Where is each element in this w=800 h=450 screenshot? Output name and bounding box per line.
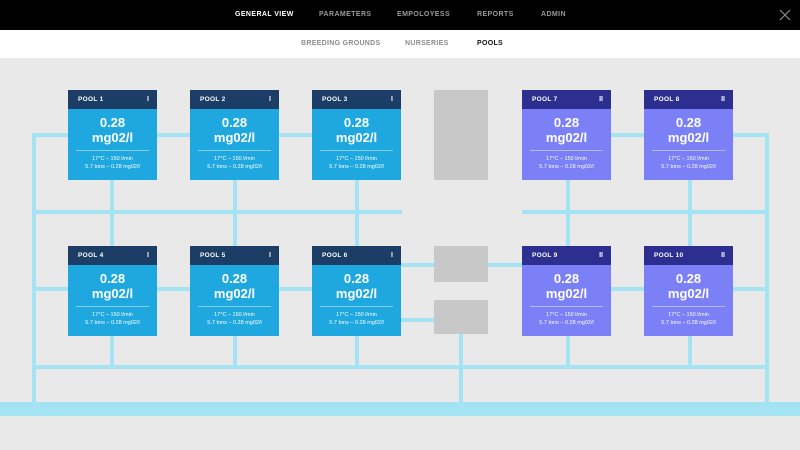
pool-oxygen-value: 0.28 mg02/l — [213, 271, 256, 301]
pool-title: POOL 4 — [78, 252, 104, 259]
pool-card[interactable]: POOL 1 I 0.28 mg02/l 17°C – 150 l/min 5.7 to… — [68, 90, 157, 180]
pool-card[interactable]: POOL 8 II 0.28 mg02/l 17°C – 150 l/min 5.7 t… — [644, 90, 733, 180]
pool-status-indicator[interactable]: II — [721, 252, 725, 259]
pool-title: POOL 7 — [532, 96, 558, 103]
nav-general-view[interactable]: GENERAL VIEW — [235, 11, 294, 18]
pool-weight-oxygen: 5.7 tons – 0.28 mg02/l — [329, 164, 384, 170]
tab-breeding-grounds[interactable]: BREEDING GROUNDS — [301, 40, 381, 47]
pool-status-indicator[interactable]: I — [269, 252, 271, 259]
pool-title: POOL 2 — [200, 96, 226, 103]
pool-oxygen-value: 0.28 mg02/l — [335, 115, 378, 145]
nav-parameters[interactable]: PARAMETERS — [319, 11, 372, 18]
divider — [530, 306, 603, 307]
pool-oxygen-value: 0.28 mg02/l — [335, 271, 378, 301]
pool-status-indicator[interactable]: II — [599, 96, 603, 103]
pool-card-header: POOL 9 II — [522, 246, 611, 265]
pool-title: POOL 1 — [78, 96, 104, 103]
pool-status-indicator[interactable]: I — [269, 96, 271, 103]
pool-card[interactable]: POOL 5 I 0.28 mg02/l 17°C – 150 l/min 5.7 to… — [190, 246, 279, 336]
pool-weight-oxygen: 5.7 tons – 0.28 mg02/l — [539, 164, 594, 170]
pool-weight-oxygen: 5.7 tons – 0.28 mg02/l — [329, 320, 384, 326]
pool-oxygen-value: 0.28 mg02/l — [667, 271, 710, 301]
pool-title: POOL 3 — [322, 96, 348, 103]
pool-card-header: POOL 8 II — [644, 90, 733, 109]
pool-temp-flow: 17°C – 150 l/min — [92, 312, 133, 318]
pool-card-header: POOL 5 I — [190, 246, 279, 265]
divider — [198, 150, 271, 151]
pool-temp-flow: 17°C – 150 l/min — [668, 312, 709, 318]
pool-card-header: POOL 1 I — [68, 90, 157, 109]
pool-temp-flow: 17°C – 150 l/min — [668, 156, 709, 162]
pool-temp-flow: 17°C – 150 l/min — [92, 156, 133, 162]
tank-large — [434, 90, 488, 180]
pool-card-header: POOL 7 II — [522, 90, 611, 109]
pool-temp-flow: 17°C – 150 l/min — [546, 312, 587, 318]
pool-title: POOL 9 — [532, 252, 558, 259]
pool-title: POOL 5 — [200, 252, 226, 259]
pool-weight-oxygen: 5.7 tons – 0.28 mg02/l — [85, 164, 140, 170]
nav-reports[interactable]: REPORTS — [477, 11, 514, 18]
pipe-left-rail — [32, 133, 36, 403]
main-pipe — [0, 402, 800, 416]
close-button[interactable] — [775, 5, 795, 25]
pool-title: POOL 10 — [654, 252, 684, 259]
divider — [198, 306, 271, 307]
pool-card[interactable]: POOL 2 I 0.28 mg02/l 17°C – 150 l/min 5.7 to… — [190, 90, 279, 180]
pool-oxygen-value: 0.28 mg02/l — [213, 115, 256, 145]
pool-card[interactable]: POOL 9 II 0.28 mg02/l 17°C – 150 l/min 5.7 t… — [522, 246, 611, 336]
divider — [530, 150, 603, 151]
pool-card-header: POOL 2 I — [190, 90, 279, 109]
divider — [652, 150, 725, 151]
pool-card-header: POOL 4 I — [68, 246, 157, 265]
pool-weight-oxygen: 5.7 tons – 0.28 mg02/l — [661, 320, 716, 326]
tank-lower — [434, 300, 488, 334]
divider — [320, 150, 393, 151]
pool-card-header: POOL 3 I — [312, 90, 401, 109]
pool-status-indicator[interactable]: I — [147, 252, 149, 259]
pool-oxygen-value: 0.28 mg02/l — [667, 115, 710, 145]
pool-temp-flow: 17°C – 150 l/min — [336, 156, 377, 162]
pool-weight-oxygen: 5.7 tons – 0.28 mg02/l — [661, 164, 716, 170]
pool-weight-oxygen: 5.7 tons – 0.28 mg02/l — [207, 320, 262, 326]
pool-title: POOL 6 — [322, 252, 348, 259]
pool-card[interactable]: POOL 6 I 0.28 mg02/l 17°C – 150 l/min 5.7 to… — [312, 246, 401, 336]
pool-title: POOL 8 — [654, 96, 680, 103]
pool-temp-flow: 17°C – 150 l/min — [336, 312, 377, 318]
pool-card[interactable]: POOL 3 I 0.28 mg02/l 17°C – 150 l/min 5.7 to… — [312, 90, 401, 180]
pool-card[interactable]: POOL 7 II 0.28 mg02/l 17°C – 150 l/min 5.7 t… — [522, 90, 611, 180]
pool-status-indicator[interactable]: II — [721, 96, 725, 103]
pool-status-indicator[interactable]: I — [391, 96, 393, 103]
tab-nurseries[interactable]: NURSERIES — [405, 40, 449, 47]
pool-weight-oxygen: 5.7 tons – 0.28 mg02/l — [85, 320, 140, 326]
pool-temp-flow: 17°C – 150 l/min — [214, 312, 255, 318]
sub-nav-bar: BREEDING GROUNDS NURSERIES POOLS — [0, 30, 800, 58]
nav-employees[interactable]: EMPOLOYESS — [397, 11, 451, 18]
close-icon — [779, 9, 791, 21]
pool-status-indicator[interactable]: II — [599, 252, 603, 259]
divider — [320, 306, 393, 307]
pool-status-indicator[interactable]: I — [391, 252, 393, 259]
pool-weight-oxygen: 5.7 tons – 0.28 mg02/l — [207, 164, 262, 170]
pool-oxygen-value: 0.28 mg02/l — [545, 115, 588, 145]
top-nav-bar: GENERAL VIEW PARAMETERS EMPOLOYESS REPOR… — [0, 0, 800, 30]
pool-card-header: POOL 6 I — [312, 246, 401, 265]
divider — [76, 150, 149, 151]
pool-temp-flow: 17°C – 150 l/min — [546, 156, 587, 162]
tank-upper — [434, 246, 488, 282]
divider — [76, 306, 149, 307]
divider — [652, 306, 725, 307]
pool-oxygen-value: 0.28 mg02/l — [91, 271, 134, 301]
pool-temp-flow: 17°C – 150 l/min — [214, 156, 255, 162]
pool-card-header: POOL 10 II — [644, 246, 733, 265]
pool-oxygen-value: 0.28 mg02/l — [545, 271, 588, 301]
pool-card[interactable]: POOL 10 II 0.28 mg02/l 17°C – 150 l/min 5.7 … — [644, 246, 733, 336]
pipe-network — [0, 133, 800, 416]
pipe-right-rail — [765, 133, 769, 403]
pool-card[interactable]: POOL 4 I 0.28 mg02/l 17°C – 150 l/min 5.7 to… — [68, 246, 157, 336]
pool-weight-oxygen: 5.7 tons – 0.28 mg02/l — [539, 320, 594, 326]
nav-admin[interactable]: ADMIN — [541, 11, 566, 18]
pool-status-indicator[interactable]: I — [147, 96, 149, 103]
tab-pools[interactable]: POOLS — [477, 40, 504, 47]
pool-oxygen-value: 0.28 mg02/l — [91, 115, 134, 145]
